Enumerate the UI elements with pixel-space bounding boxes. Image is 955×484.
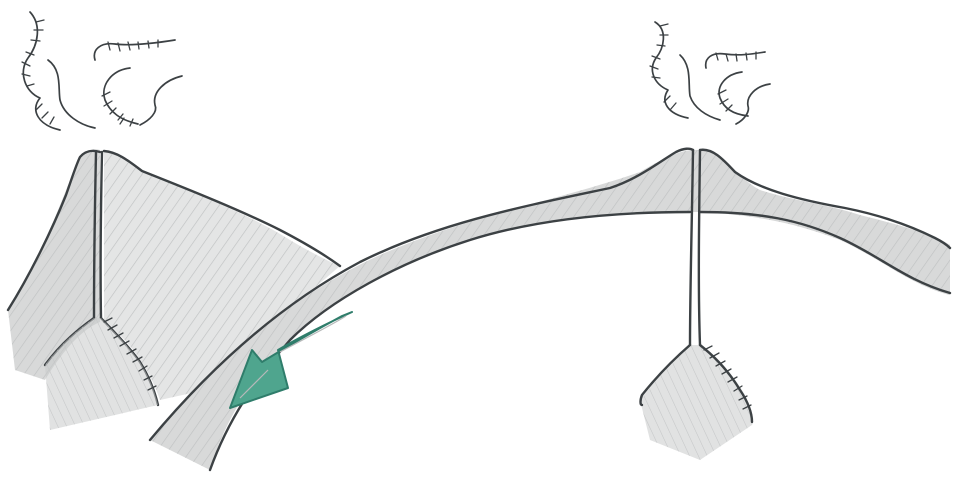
smoke-plume-left (22, 12, 182, 130)
volcano-left (8, 149, 340, 430)
smoke-plume-right (650, 22, 770, 124)
